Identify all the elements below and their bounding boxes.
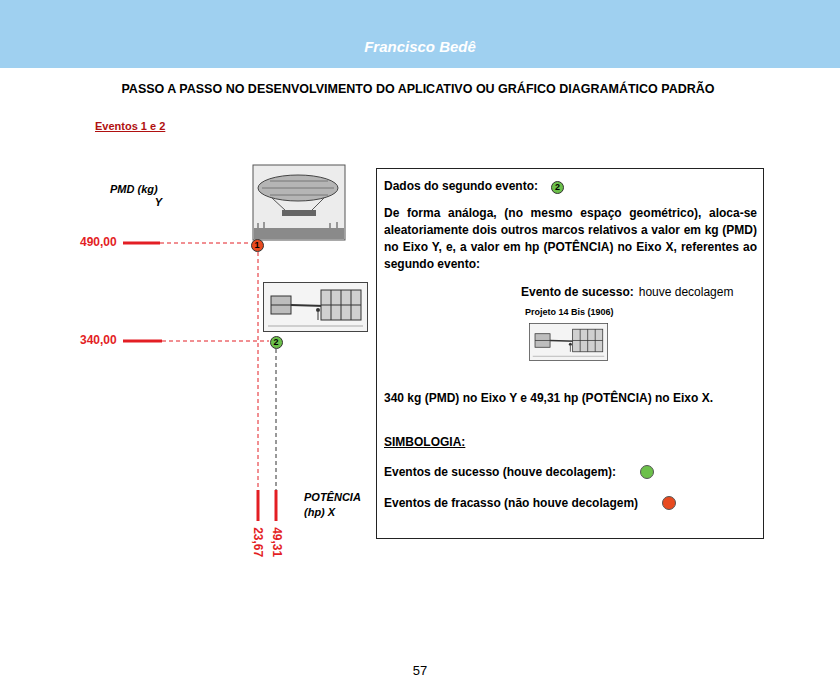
leader-line [276,349,277,490]
legend-swatch [662,496,676,510]
event-marker: 2 [551,181,564,194]
box-text: Dados do segundo evento: [384,179,538,193]
leader-line [258,252,259,490]
plane-photo [529,323,608,361]
axis-label: POTÊNCIA [304,491,361,504]
legend-text: Eventos de fracasso (não houve decolagem… [384,496,638,510]
airship-photo [253,165,345,240]
event-marker: 1 [251,239,264,252]
legend-text: Eventos de sucesso (houve decolagem): [384,465,616,479]
axis-value: 340,00 [80,333,117,347]
box-text: 340 kg (PMD) no Eixo Y e 49,31 hp (POTÊN… [384,391,713,405]
box-text: SIMBOLOGIA: [384,435,465,449]
page-number: 57 [413,663,427,679]
header-band [0,0,840,68]
plane-photo [263,282,368,332]
x-tick [275,490,278,521]
box-text: De forma análoga, (no mesmo espaço geomé… [384,205,757,273]
y-tick [123,340,162,343]
leader-line [160,243,250,244]
marker-number: 2 [273,338,278,347]
author-header: Francisco Bedê [364,38,476,56]
box-text: Evento de sucesso: [521,285,634,299]
marker-number: 2 [555,183,560,192]
axis-value: 23,67 [251,527,265,557]
event-marker: 2 [270,336,283,349]
diagram-title: PASSO A PASSO NO DESENVOLVIMENTO DO APLI… [121,82,714,97]
axis-label: Y [155,196,162,209]
section-label: Eventos 1 e 2 [95,120,165,133]
y-tick [123,242,160,245]
legend-swatch [640,465,654,479]
marker-number: 1 [254,241,259,250]
axis-label: PMD (kg) [110,183,158,196]
box-text: Projeto 14 Bis (1906) [525,307,614,318]
axis-value: 49,31 [270,527,284,557]
leader-line [162,341,269,342]
axis-label: (hp) X [304,506,335,519]
info-box: Dados do segundo evento: De forma análoga… [376,168,764,539]
box-text: houve decolagem [639,285,734,299]
x-tick [257,490,260,521]
axis-value: 490,00 [80,235,117,249]
